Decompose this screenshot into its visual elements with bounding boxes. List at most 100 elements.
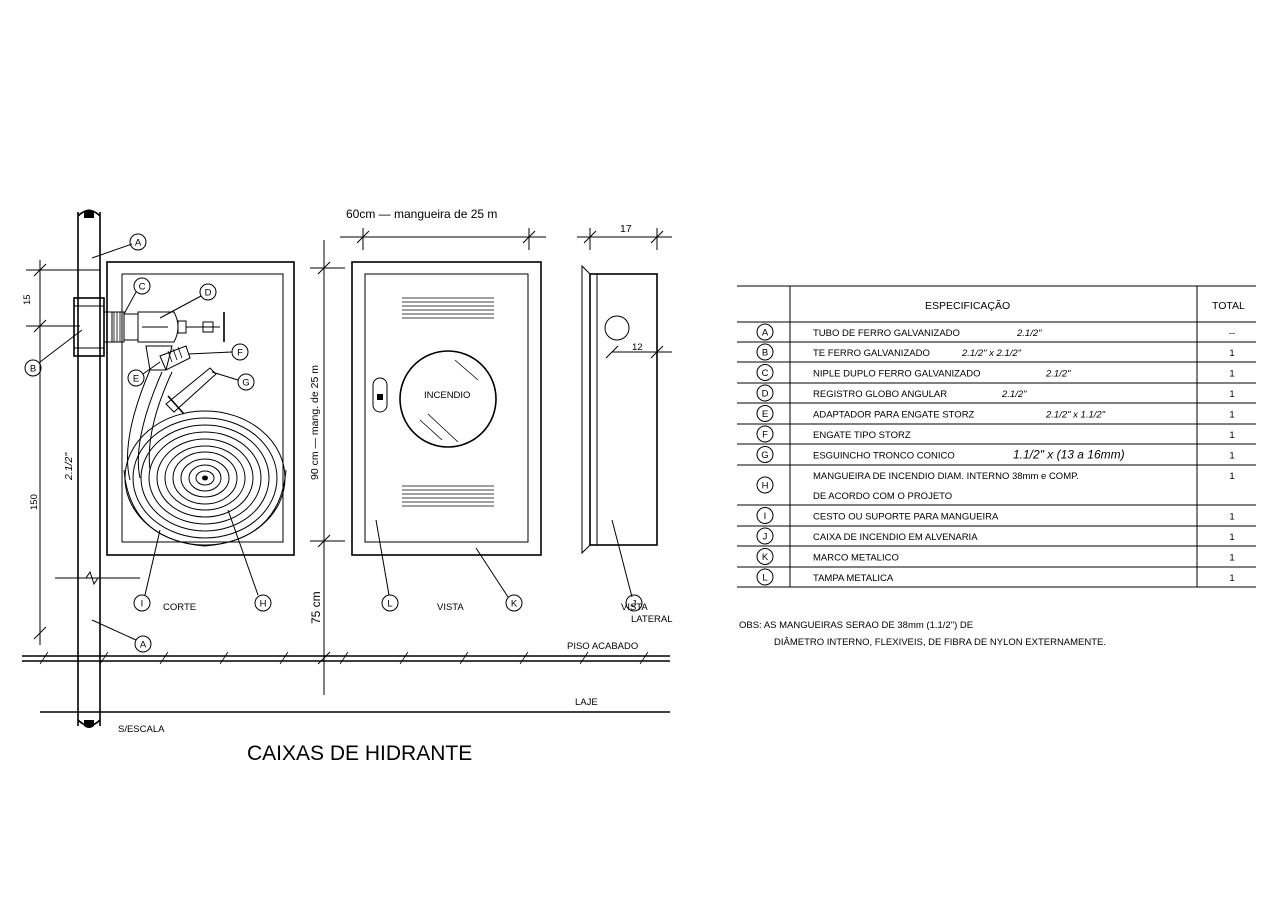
row-spec: CESTO OU SUPORTE PARA MANGUEIRA bbox=[813, 512, 999, 523]
table-row: K MARCO METALICO 1 bbox=[737, 548, 1256, 568]
dim-90-label: 90 cm — mang. de 25 m bbox=[309, 365, 321, 480]
row-spec-line-2: DE ACORDO COM O PROJETO bbox=[813, 491, 952, 502]
row-code: I bbox=[764, 511, 767, 522]
laje-label: LAJE bbox=[575, 697, 598, 708]
svg-text:E: E bbox=[133, 374, 139, 385]
note-line-1: OBS: AS MANGUEIRAS SERAO DE 38mm (1.1/2"… bbox=[739, 620, 973, 631]
svg-text:A: A bbox=[135, 238, 142, 249]
row-code: J bbox=[763, 532, 768, 543]
table-row: J CAIXA DE INCENDIO EM ALVENARIA 1 bbox=[737, 527, 1256, 547]
callout-a-bottom bbox=[134, 635, 152, 653]
dim-17-label: 17 bbox=[620, 223, 632, 235]
callout-g bbox=[237, 373, 255, 391]
vista-label: VISTA bbox=[437, 602, 464, 613]
row-code: G bbox=[761, 450, 768, 461]
row-code-circle bbox=[756, 476, 774, 494]
vista-lateral-label-1: VISTA bbox=[621, 602, 648, 613]
scale-note: S/ESCALA bbox=[118, 724, 165, 735]
row-total: -- bbox=[1229, 328, 1235, 339]
pipe-size-label: 2.1/2" bbox=[63, 452, 75, 481]
row-spec: ADAPTADOR PARA ENGATE STORZ bbox=[813, 410, 975, 421]
callout-k bbox=[505, 594, 523, 612]
svg-text:K: K bbox=[511, 599, 518, 610]
row-code: K bbox=[762, 552, 769, 563]
table-header-spec: ESPECIFICAÇÃO bbox=[925, 299, 1010, 312]
dim-12-label: 12 bbox=[632, 342, 643, 353]
callout-d bbox=[199, 283, 217, 301]
row-spec: MARCO METALICO bbox=[813, 553, 899, 564]
svg-text:J: J bbox=[632, 599, 637, 610]
row-code-circle bbox=[756, 507, 774, 524]
row-code: F bbox=[762, 430, 768, 441]
svg-text:F: F bbox=[237, 348, 243, 359]
row-total: 1 bbox=[1229, 369, 1234, 380]
row-code-circle bbox=[756, 343, 774, 361]
row-total: 1 bbox=[1229, 389, 1234, 400]
row-spec: MANGUEIRA DE INCENDIO DIAM. INTERNO 38mm… bbox=[813, 471, 1079, 482]
row-spec: ENGATE TIPO STORZ bbox=[813, 430, 911, 441]
dim-75-label: 75 cm bbox=[309, 591, 323, 624]
vertical-pipe: 2.1/2" bbox=[55, 209, 140, 728]
row-size: 2.1/2" bbox=[1045, 369, 1071, 380]
row-code: C bbox=[762, 368, 769, 379]
section-view: CORTE bbox=[106, 261, 295, 613]
incendio-label: INCENDIO bbox=[424, 390, 470, 401]
row-spec: TAMPA METALICA bbox=[813, 573, 894, 584]
svg-text:C: C bbox=[139, 282, 146, 293]
row-total: 1 bbox=[1229, 553, 1234, 564]
note-line-2: DIÂMETRO INTERNO, FLEXIVEIS, DE FIBRA DE… bbox=[774, 637, 1106, 648]
row-code-circle bbox=[756, 405, 774, 422]
callout-a-top bbox=[129, 233, 147, 251]
row-total: 1 bbox=[1229, 573, 1234, 584]
row-code: H bbox=[762, 481, 769, 492]
front-view: 60cm — mangueira de 25 m INCENDIO VISTA bbox=[340, 207, 546, 613]
callout-l bbox=[381, 594, 399, 612]
row-size: 2.1/2" x 2.1/2" bbox=[961, 348, 1022, 359]
row-code-circle bbox=[756, 548, 774, 565]
callout-e bbox=[127, 369, 145, 387]
svg-text:L: L bbox=[387, 599, 392, 610]
row-code-circle bbox=[756, 527, 774, 545]
drawing-title: CAIXAS DE HIDRANTE bbox=[247, 742, 472, 765]
left-dimensions: 15 150 bbox=[22, 260, 100, 645]
dim-width-label: 60cm — mangueira de 25 m bbox=[346, 207, 497, 221]
corte-label: CORTE bbox=[163, 602, 196, 613]
row-total: 1 bbox=[1229, 471, 1234, 482]
row-size: 2.1/2" bbox=[1001, 389, 1027, 400]
dim-15-label: 15 bbox=[22, 294, 33, 305]
row-code: E bbox=[762, 409, 768, 420]
height-dimensions: 90 cm — mang. de 25 m 75 cm bbox=[309, 240, 345, 695]
svg-text:I: I bbox=[141, 599, 144, 610]
section-callouts: A B C D E F G H I A bbox=[24, 233, 272, 653]
vista-lateral-label-2: LATERAL bbox=[631, 614, 673, 625]
row-code-circle bbox=[756, 425, 774, 443]
svg-text:H: H bbox=[260, 599, 267, 610]
row-code: L bbox=[762, 573, 767, 584]
table-header-total: TOTAL bbox=[1212, 300, 1245, 312]
callout-c bbox=[133, 277, 151, 295]
svg-text:B: B bbox=[30, 364, 36, 375]
row-code-circle bbox=[756, 323, 774, 341]
svg-text:A: A bbox=[140, 640, 147, 651]
row-size: 2.1/2" bbox=[1016, 328, 1042, 339]
row-code-circle bbox=[756, 446, 774, 463]
callout-j bbox=[625, 594, 643, 612]
row-total: 1 bbox=[1229, 532, 1234, 543]
table-row: F ENGATE TIPO STORZ 1 bbox=[737, 425, 1256, 445]
row-total: 1 bbox=[1229, 430, 1234, 441]
row-spec: CAIXA DE INCENDIO EM ALVENARIA bbox=[813, 532, 978, 543]
row-spec: TE FERRO GALVANIZADO bbox=[813, 348, 930, 359]
dim-150-label: 150 bbox=[29, 494, 40, 510]
row-code: A bbox=[762, 328, 769, 339]
row-total: 1 bbox=[1229, 451, 1234, 462]
row-code: D bbox=[762, 389, 769, 400]
